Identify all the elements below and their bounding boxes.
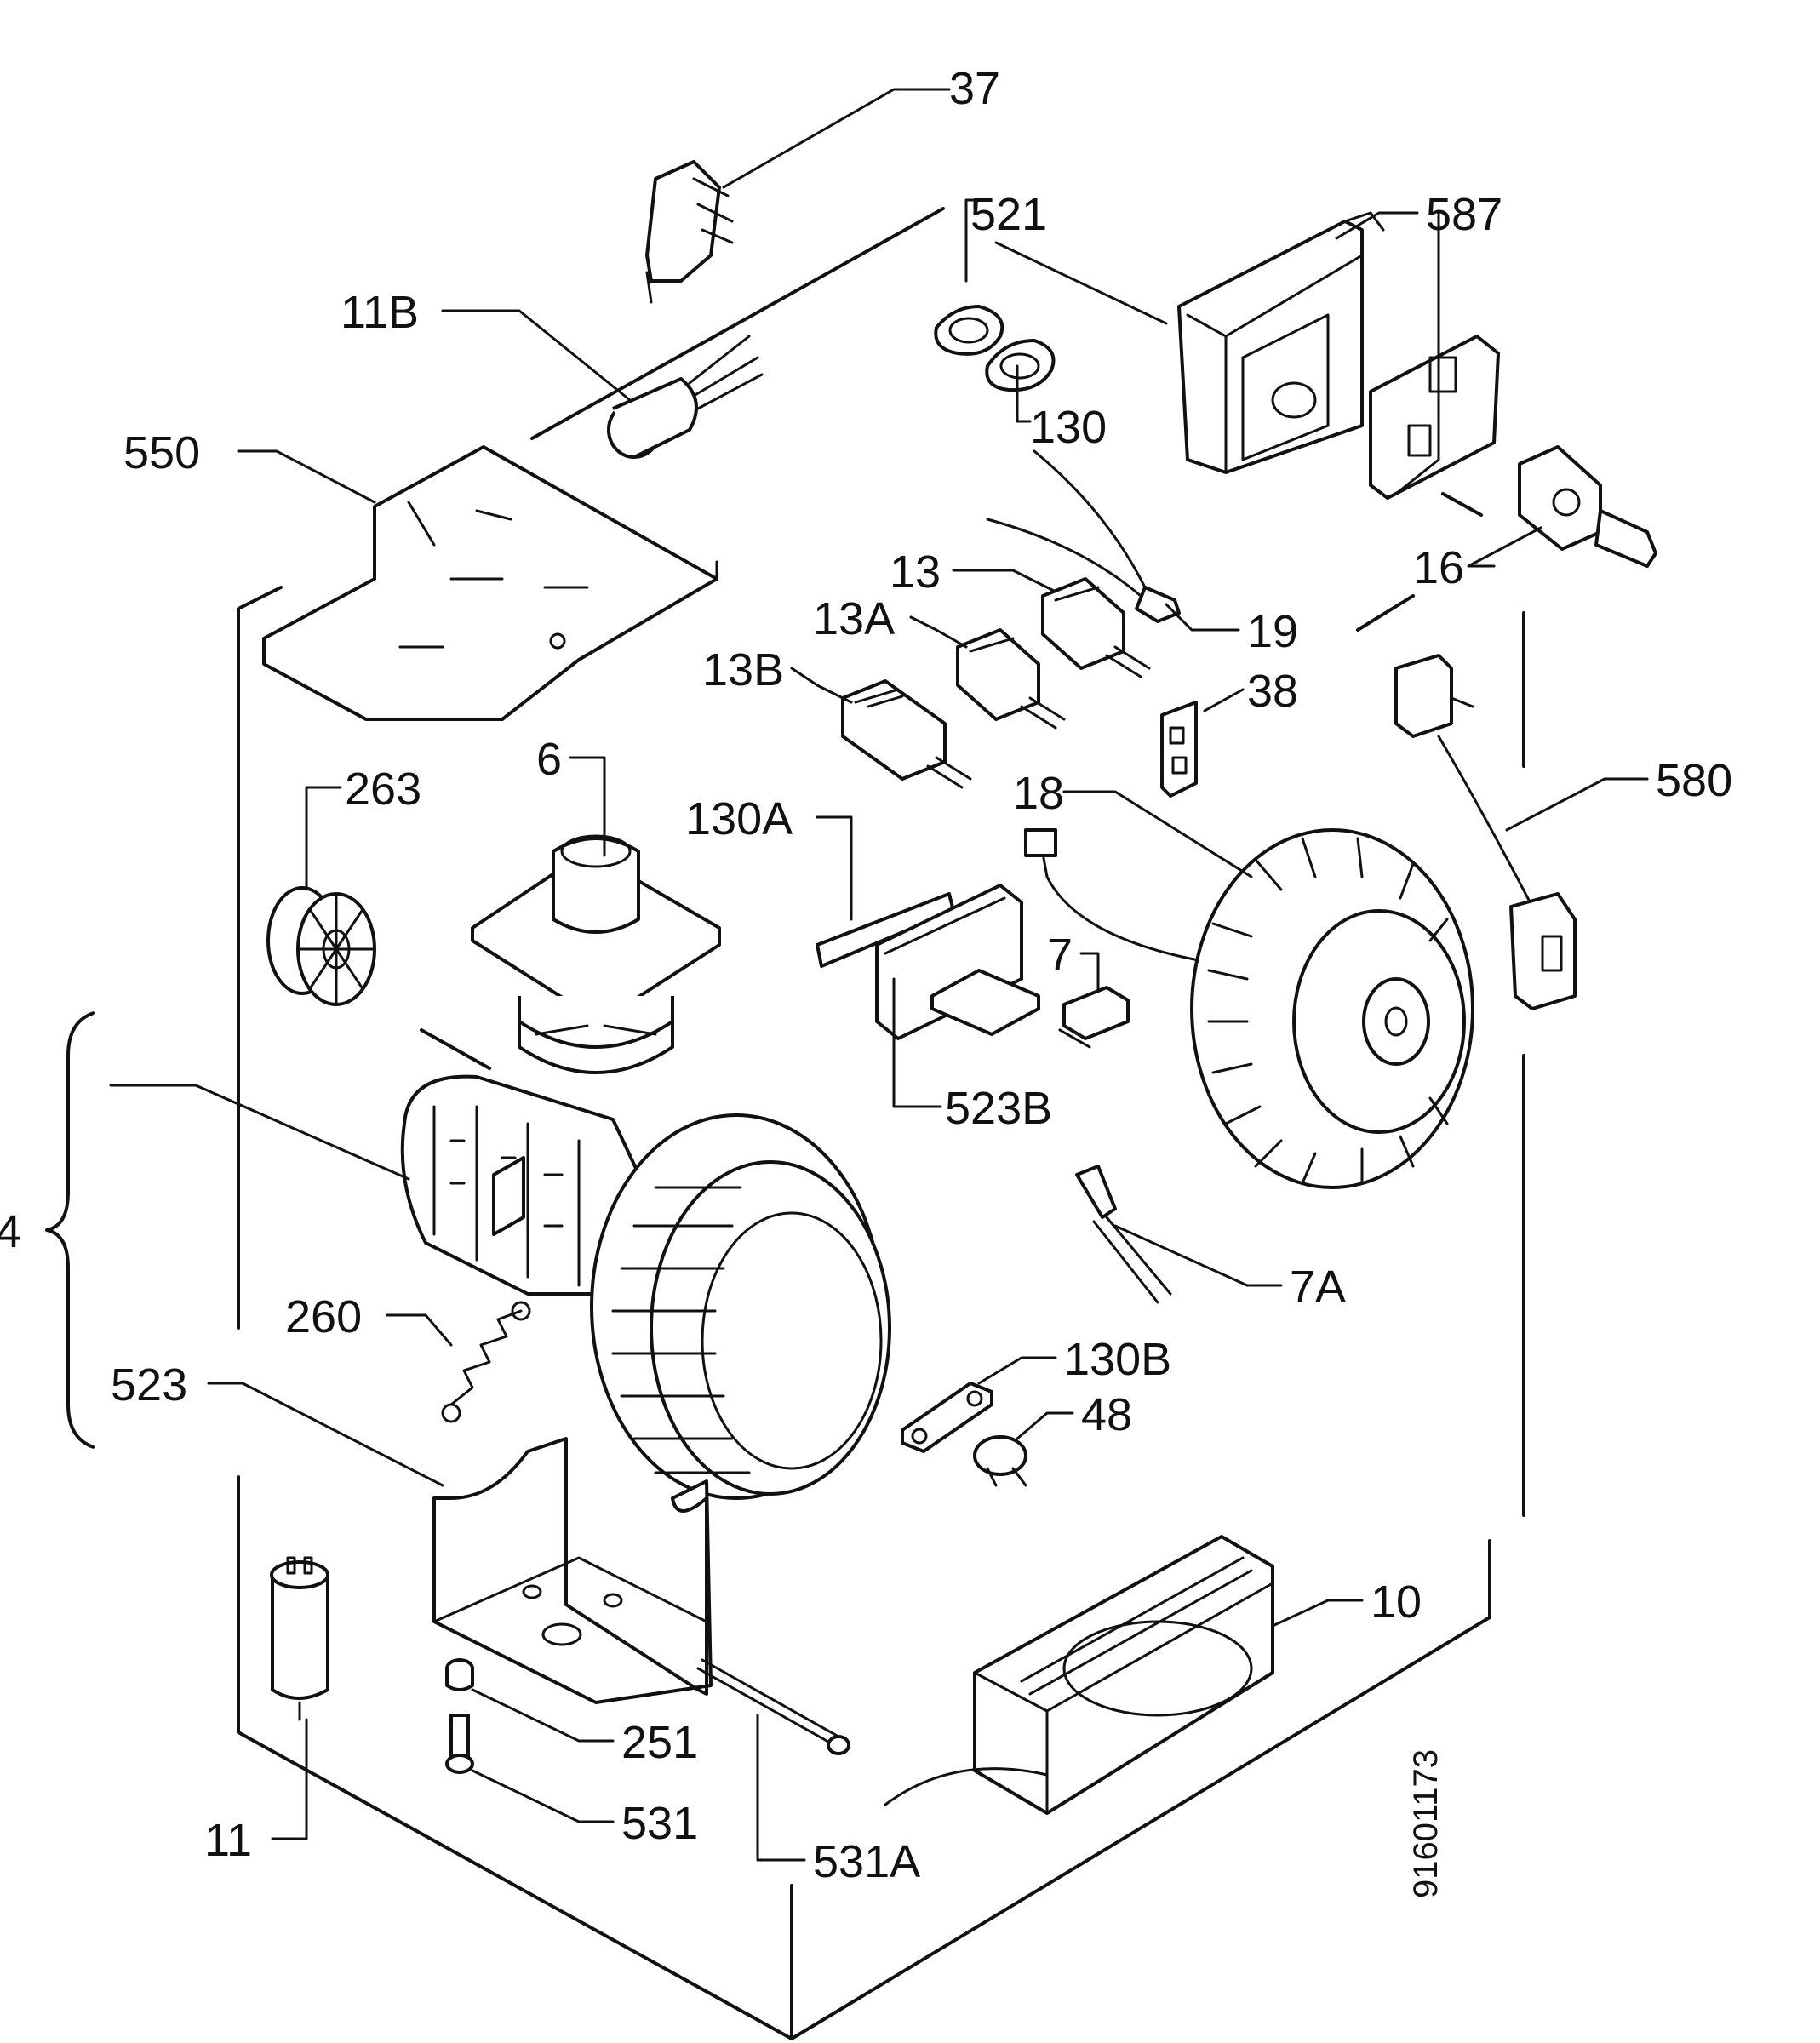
label-13a: 13A	[813, 593, 895, 644]
label-37: 37	[949, 63, 1000, 114]
thermostat-48	[973, 1435, 1027, 1487]
gaskets-521-130	[934, 305, 1056, 392]
heater-10	[884, 1535, 1274, 1815]
label-13b: 13B	[702, 644, 784, 695]
sensor-7a	[1075, 1165, 1172, 1304]
label-130a: 130A	[685, 793, 793, 844]
label-16: 16	[1413, 542, 1464, 593]
fan-18	[1024, 828, 1474, 1189]
label-130: 130	[1030, 402, 1107, 453]
label-38: 38	[1247, 666, 1298, 717]
label-587: 587	[1426, 189, 1502, 240]
label-7a: 7A	[1290, 1262, 1346, 1313]
switch-16	[1518, 445, 1657, 568]
filter-130a-523b	[816, 884, 1040, 1040]
bracket-38	[1160, 701, 1198, 798]
label-531: 531	[621, 1798, 698, 1849]
label-6: 6	[536, 734, 562, 785]
drawing-number: 91601173	[1407, 1749, 1445, 1898]
bracket-37	[645, 160, 734, 304]
motor-4	[400, 1028, 891, 1500]
label-550: 550	[123, 427, 200, 478]
switch-580	[1394, 654, 1577, 1010]
label-580: 580	[1656, 755, 1732, 806]
label-11: 11	[204, 1815, 252, 1866]
label-13: 13	[890, 547, 941, 598]
pump-6	[471, 834, 721, 1074]
label-130b: 130B	[1064, 1334, 1171, 1385]
cabinet-outline	[237, 207, 1525, 2040]
label-11b: 11B	[341, 287, 419, 338]
leader-lines	[109, 88, 1649, 1862]
bracket-523	[432, 1437, 713, 1704]
label-263: 263	[345, 764, 421, 815]
brace-4	[45, 1011, 95, 1449]
label-18: 18	[1013, 768, 1064, 819]
spring-260	[441, 1301, 531, 1423]
label-260: 260	[285, 1291, 362, 1342]
housing-587	[1177, 211, 1500, 500]
switch-7	[1058, 986, 1130, 1049]
label-7: 7	[1047, 930, 1073, 981]
label-251: 251	[621, 1717, 698, 1768]
strap-130b	[901, 1382, 993, 1453]
capacitor-11	[270, 1556, 329, 1721]
label-4: 4	[0, 1206, 21, 1257]
label-523: 523	[111, 1359, 187, 1411]
label-521: 521	[970, 189, 1047, 240]
wheel-263	[266, 886, 376, 1006]
label-48: 48	[1081, 1389, 1132, 1440]
hardware-251-531	[445, 1658, 850, 1774]
label-531a: 531A	[813, 1836, 920, 1887]
capacitor-11b	[607, 335, 764, 459]
lid-550	[262, 445, 718, 721]
label-10: 10	[1371, 1577, 1422, 1628]
sensor-19	[986, 449, 1181, 623]
label-523b: 523B	[945, 1083, 1052, 1134]
label-19: 19	[1247, 606, 1298, 657]
terminals-13	[841, 577, 1151, 789]
part-labels: 37 521 587 11B 130 550 13 16 19 13A 13B …	[0, 63, 1732, 1898]
